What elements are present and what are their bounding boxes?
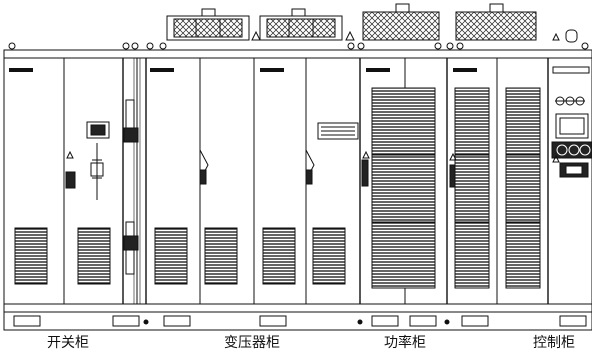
- fan-unit-2: [259, 8, 343, 41]
- section-label-switch-cabinet: 开关柜: [47, 335, 89, 351]
- top-rail: [3, 49, 592, 59]
- section-label-transformer-cabinet: 变压器柜: [224, 335, 280, 351]
- control-knob-panel: [551, 141, 592, 159]
- vent-grille: [204, 227, 238, 285]
- warning-triangle-icon: [66, 150, 74, 159]
- side-handle: [317, 122, 359, 140]
- control-nameplate: [552, 66, 590, 74]
- warning-triangle-icon: [345, 30, 355, 41]
- lifting-eyes: [8, 42, 589, 50]
- vent-grille: [154, 227, 188, 285]
- isolator-handle-upper: [123, 127, 139, 143]
- warning-triangle-icon: [362, 150, 370, 159]
- fan-unit-1: [166, 8, 250, 41]
- hmi-screen: [555, 113, 589, 139]
- vent-grille: [77, 227, 111, 285]
- warning-triangle-icon: [552, 154, 560, 163]
- warning-triangle-icon: [552, 32, 560, 41]
- door-handle-icon: [449, 164, 456, 188]
- section-label-control-cabinet: 控制柜: [533, 335, 575, 351]
- vent-grille: [312, 227, 346, 285]
- vent-grille: [262, 227, 296, 285]
- warning-triangle-icon: [449, 152, 457, 161]
- cabinet-base: [3, 303, 592, 331]
- isolator-handle-lower: [123, 235, 139, 251]
- door-handle-icon: [305, 169, 313, 185]
- warning-triangle-icon: [251, 30, 261, 41]
- door-handle-icon: [199, 169, 207, 185]
- top-terminal: [565, 29, 578, 43]
- power-vent-panel: [371, 87, 436, 289]
- fan-unit-3: [362, 3, 440, 41]
- meter-display: [86, 121, 110, 139]
- brand-logo-icon: [9, 68, 477, 72]
- section-label-power-cabinet: 功率柜: [384, 335, 426, 351]
- vent-grille: [14, 227, 48, 285]
- fan-unit-4: [455, 3, 537, 41]
- door-handle-icon: [65, 171, 76, 189]
- single-line-diagram: [92, 143, 102, 200]
- door-handle-icon: [361, 159, 369, 187]
- indicator-lamps: [555, 96, 585, 106]
- power-vent-panel: [454, 87, 490, 289]
- power-vent-panel: [505, 87, 541, 289]
